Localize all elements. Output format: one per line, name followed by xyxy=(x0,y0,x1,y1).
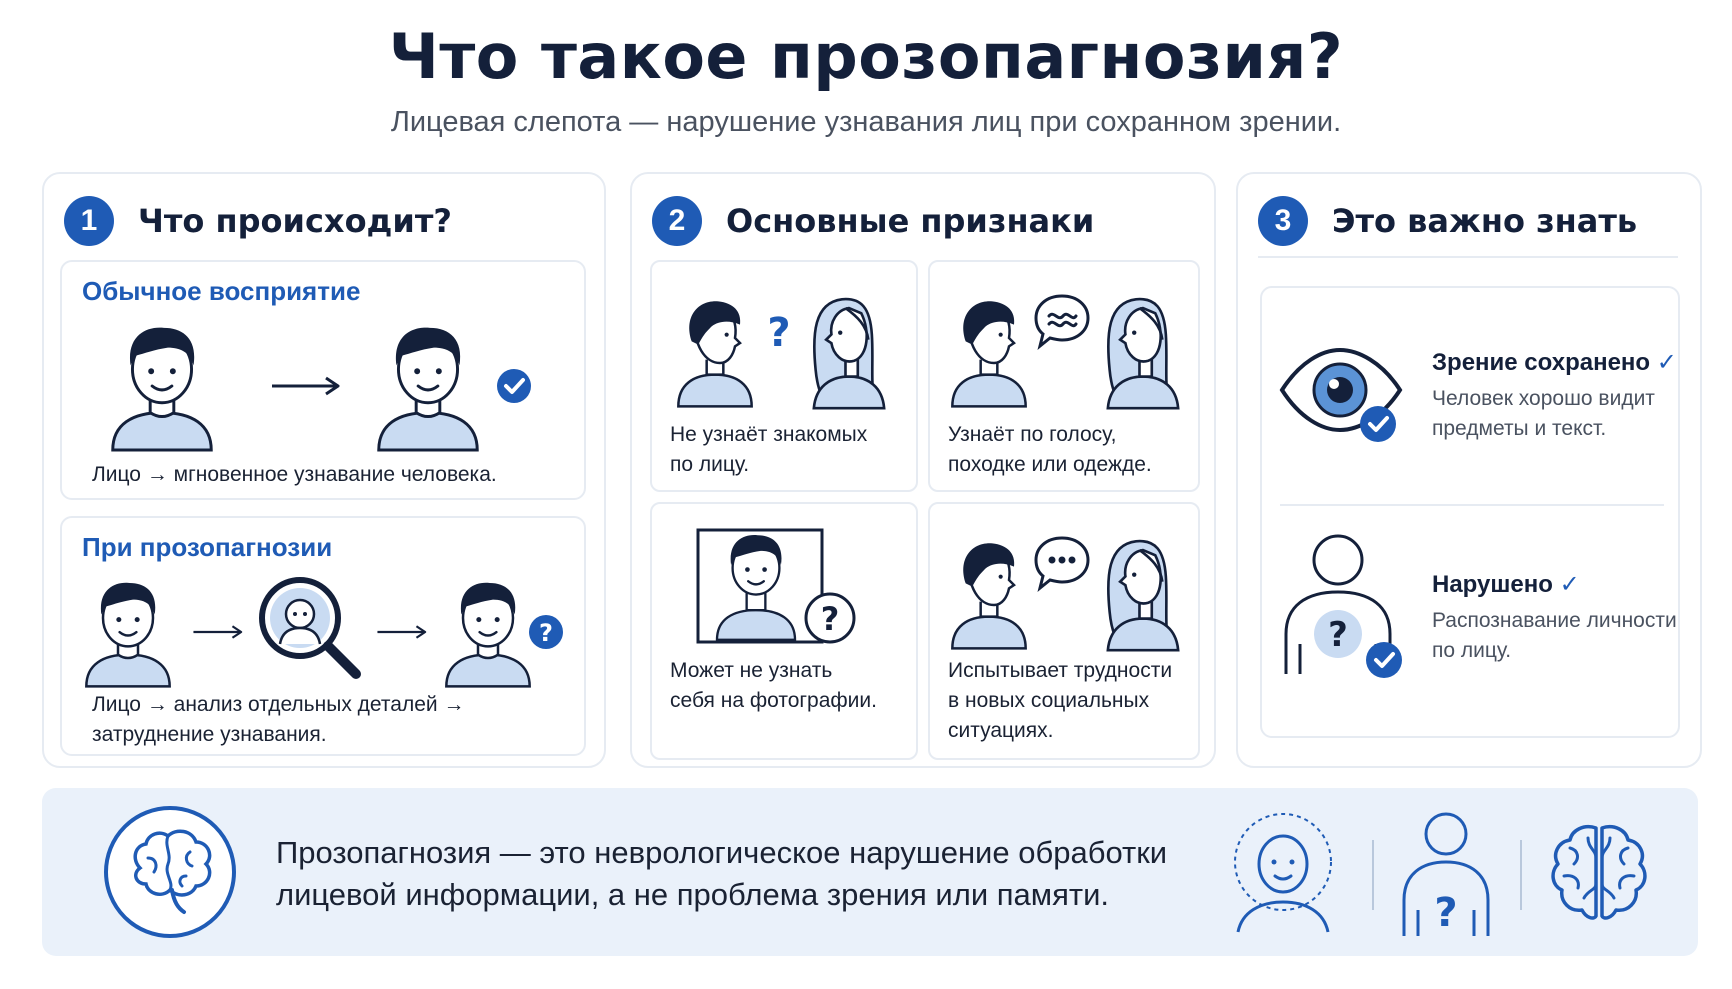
sign-line: Может не узнать xyxy=(670,659,833,682)
step-number-badge: 3 xyxy=(1258,196,1308,246)
sign-text: Испытывает трудности в новых социальных … xyxy=(948,656,1172,746)
check-icon: ✓ xyxy=(1656,349,1677,376)
sign-line: по лицу. xyxy=(670,453,750,476)
brain-icon xyxy=(104,806,236,938)
summary-text: Прозопагнозия — это неврологическое нару… xyxy=(276,832,1176,916)
sign-card: ? Не узнаёт знакомых по лицу. xyxy=(650,260,918,492)
fact-title-text: Зрение сохранено xyxy=(1432,349,1651,376)
question-mark-icon: ? xyxy=(767,310,790,356)
man-profile-icon xyxy=(951,541,1027,650)
speech-bubble-icon xyxy=(1034,536,1090,592)
sign-card: Испытывает трудности в новых социальных … xyxy=(928,502,1200,760)
svg-text:?: ? xyxy=(1328,615,1348,655)
column-header: 2 Основные признаки xyxy=(652,194,1094,248)
divider xyxy=(1280,504,1664,506)
man-face-icon xyxy=(111,326,213,452)
man-profile-icon xyxy=(677,299,753,408)
normal-perception-panel: Обычное восприятие Лицо → мгновенное узн… xyxy=(60,260,586,500)
check-icon xyxy=(495,367,533,405)
sign-card: Узнаёт по голосу, походке или одежде. xyxy=(928,260,1200,492)
person-question-icon: ? xyxy=(1284,534,1402,678)
sign-text: Может не узнать себя на фотографии. xyxy=(670,656,877,716)
caption-line: Лицо → анализ отдельных деталей → xyxy=(92,693,465,716)
photo-frame-icon: ? xyxy=(696,528,856,644)
step-number-badge: 1 xyxy=(64,196,114,246)
panel-caption: Лицо → мгновенное узнавание человека. xyxy=(92,463,497,486)
fact-description: Человек хорошо видит предметы и текст. xyxy=(1432,384,1655,444)
fact-description: Распознавание личности по лицу. xyxy=(1432,606,1677,666)
sign-card: ? Может не узнать себя на фотографии. xyxy=(650,502,918,760)
woman-profile-icon xyxy=(812,297,886,410)
column-title: Что происходит? xyxy=(138,202,452,240)
svg-text:?: ? xyxy=(821,600,840,638)
summary-line: лицевой информации, а не проблема зрения… xyxy=(276,877,1110,912)
magnifier-icon xyxy=(259,577,361,679)
column-title: Основные признаки xyxy=(726,202,1095,240)
sign-line: себя на фотографии. xyxy=(670,689,877,712)
panel-title: При прозопагнозии xyxy=(82,532,333,562)
arrow-right-icon xyxy=(192,625,243,639)
fact-title: Зрение сохранено ✓ xyxy=(1432,348,1677,377)
man-face-recognized-icon xyxy=(377,326,479,452)
step-number-badge: 2 xyxy=(652,196,702,246)
panel-title: Обычное восприятие xyxy=(82,276,361,306)
icon-divider xyxy=(1372,840,1374,910)
question-icon xyxy=(529,615,563,649)
column-what-happens: 1 Что происходит? Обычное восприятие Лиц… xyxy=(42,172,606,768)
icon-divider xyxy=(1520,840,1522,910)
svg-text:?: ? xyxy=(1434,890,1457,936)
caption-line: затруднение узнавания. xyxy=(92,723,327,746)
sign-line: походке или одежде. xyxy=(948,453,1152,476)
fact-title-text: Нарушено xyxy=(1432,571,1553,598)
column-main-signs: 2 Основные признаки ? Не узнаёт знакомых… xyxy=(630,172,1216,768)
check-icon: ✓ xyxy=(1559,571,1580,598)
column-header: 3 Это важно знать xyxy=(1258,194,1678,258)
facts-box: Зрение сохранено ✓ Человек хорошо видит … xyxy=(1260,286,1680,738)
page-subtitle: Лицевая слепота — нарушение узнавания ли… xyxy=(390,106,1342,138)
sign-line: в новых социальных xyxy=(948,689,1150,712)
fact-line: по лицу. xyxy=(1432,639,1512,662)
column-title: Это важно знать xyxy=(1332,202,1638,240)
summary-line: Прозопагнозия — это неврологическое нару… xyxy=(276,835,1168,870)
sign-line: ситуациях. xyxy=(948,719,1054,742)
brain-outline-icon xyxy=(1551,825,1647,920)
woman-profile-icon xyxy=(1106,297,1180,410)
sign-line: Испытывает трудности xyxy=(948,659,1173,682)
fact-line: Распознавание личности xyxy=(1432,609,1677,632)
arrow-right-icon xyxy=(376,625,427,639)
summary-banner: Прозопагнозия — это неврологическое нару… xyxy=(42,788,1698,956)
person-question-icon: ? xyxy=(1402,812,1490,936)
fact-title: Нарушено ✓ xyxy=(1432,570,1580,599)
sign-text: Узнаёт по голосу, походке или одежде. xyxy=(948,420,1152,480)
page-title: Что такое прозопагнозия? xyxy=(388,20,1344,93)
panel-caption: Лицо → анализ отдельных деталей → затруд… xyxy=(92,690,464,750)
sign-text: Не узнаёт знакомых по лицу. xyxy=(670,420,867,480)
fact-line: предметы и текст. xyxy=(1432,417,1607,440)
prosopagnosia-panel: При прозопагнозии Лицо → анализ отдельны… xyxy=(60,516,586,756)
woman-profile-icon xyxy=(1106,539,1180,652)
eye-icon xyxy=(1279,347,1403,442)
man-face-icon xyxy=(85,581,171,688)
speech-bubble-icon xyxy=(1034,294,1090,350)
column-important: 3 Это важно знать Зрение сохранено ✓ Чел… xyxy=(1236,172,1702,768)
sign-line: Узнаёт по голосу, xyxy=(948,423,1117,446)
sign-line: Не узнаёт знакомых xyxy=(670,423,868,446)
column-header: 1 Что происходит? xyxy=(64,194,452,248)
man-profile-icon xyxy=(951,299,1027,408)
fact-line: Человек хорошо видит xyxy=(1432,387,1655,410)
question-mark-glyph: ? xyxy=(767,310,790,356)
face-outline-icon xyxy=(1234,813,1332,933)
arrow-right-icon xyxy=(270,376,340,396)
